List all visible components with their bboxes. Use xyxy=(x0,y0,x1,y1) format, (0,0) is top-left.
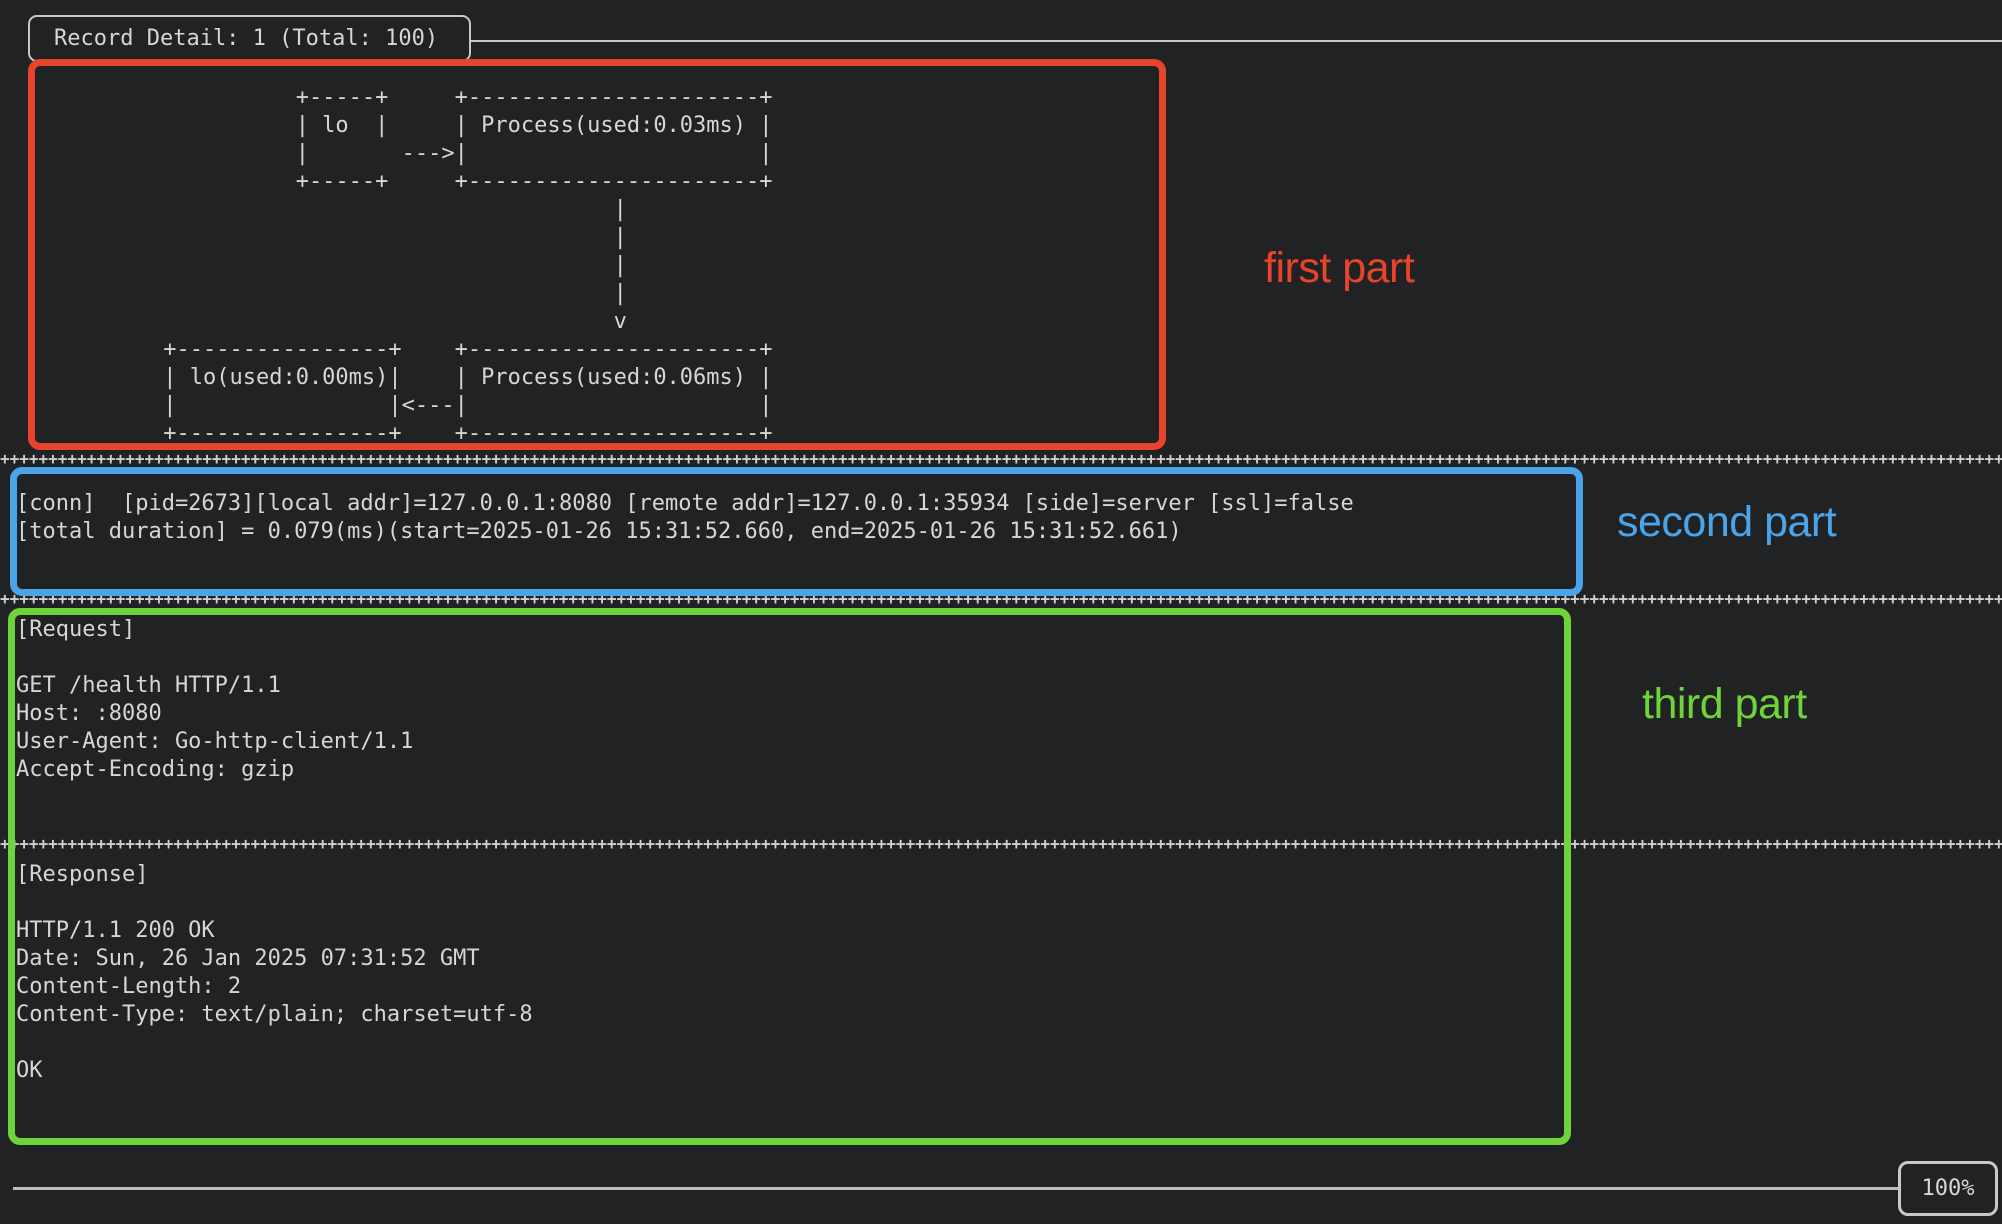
record-detail-title-box: Record Detail: 1 (Total: 100) xyxy=(28,15,471,62)
terminal-top-border xyxy=(469,40,2002,42)
connection-info-text: [conn] [pid=2673][local addr]=127.0.0.1:… xyxy=(16,491,1354,544)
separator-row-3: ++++++++++++++++++++++++++++++++++++++++… xyxy=(0,834,2002,853)
annotation-label-first-part: first part xyxy=(1264,244,1415,292)
response-text: [Response] HTTP/1.1 200 OK Date: Sun, 26… xyxy=(16,862,533,1083)
record-detail-title: Record Detail: 1 (Total: 100) xyxy=(54,26,439,51)
scroll-progress-line xyxy=(13,1187,1899,1190)
scroll-percent-label: 100% xyxy=(1921,1176,1975,1201)
request-text: [Request] GET /health HTTP/1.1 Host: :80… xyxy=(16,617,414,782)
annotation-label-third-part: third part xyxy=(1642,680,1807,728)
separator-row-1: ++++++++++++++++++++++++++++++++++++++++… xyxy=(0,449,2002,468)
flow-diagram: +-----+ +----------------------+ | lo | … xyxy=(163,85,773,446)
separator-row-2: ++++++++++++++++++++++++++++++++++++++++… xyxy=(0,589,2002,608)
annotation-label-second-part: second part xyxy=(1617,498,1837,546)
scroll-percent-box: 100% xyxy=(1898,1161,1998,1216)
